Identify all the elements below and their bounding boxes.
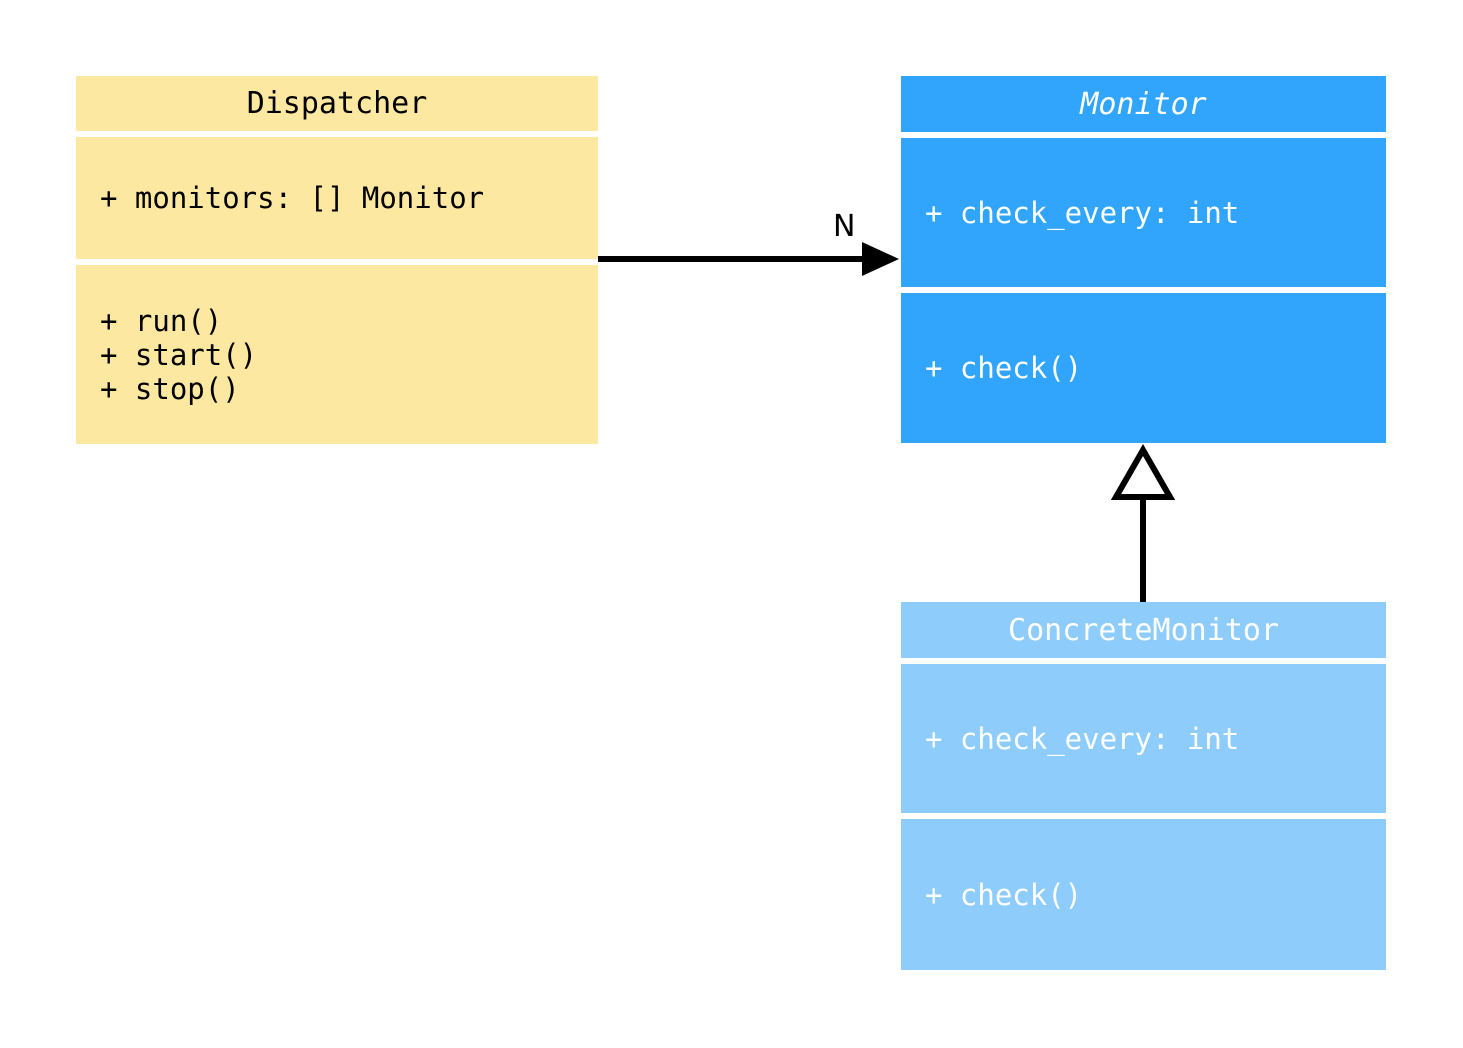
compartment-divider — [901, 132, 1386, 138]
method-item: + check() — [925, 351, 1083, 385]
class-box-monitor[interactable]: Monitor + check_every: int + check() — [901, 76, 1386, 443]
attribute-item: + check_every: int — [925, 195, 1240, 230]
compartment-divider — [76, 131, 598, 137]
multiplicity-label-n: N — [833, 209, 856, 244]
attributes-compartment-concrete-monitor: + check_every: int — [901, 664, 1386, 813]
hollow-triangle-arrowhead-icon — [1110, 443, 1176, 500]
attribute-item: + monitors: [] Monitor — [100, 181, 485, 215]
attributes-compartment-monitor: + check_every: int — [901, 138, 1386, 287]
association-dispatcher-monitor — [598, 242, 899, 276]
compartment-divider — [901, 813, 1386, 819]
attribute-item: + check_every: int — [925, 721, 1240, 756]
class-title-dispatcher: Dispatcher — [76, 76, 598, 131]
method-item: + start() — [100, 337, 258, 372]
generalization-concrete-monitor-monitor — [1110, 443, 1176, 602]
method-item: + run() — [100, 303, 223, 338]
class-title-monitor: Monitor — [901, 76, 1386, 132]
class-box-dispatcher[interactable]: Dispatcher + monitors: [] Monitor + run(… — [76, 76, 598, 444]
compartment-divider — [901, 658, 1386, 664]
class-title-concrete-monitor: ConcreteMonitor — [901, 602, 1386, 658]
class-box-concrete-monitor[interactable]: ConcreteMonitor + check_every: int + che… — [901, 602, 1386, 970]
methods-compartment-monitor: + check() — [901, 293, 1386, 443]
method-item: + check() — [925, 877, 1083, 912]
methods-compartment-concrete-monitor: + check() — [901, 819, 1386, 970]
compartment-divider — [901, 287, 1386, 293]
compartment-divider — [76, 259, 598, 265]
filled-arrowhead-icon — [862, 242, 899, 276]
method-item: + stop() — [100, 371, 240, 406]
methods-compartment-dispatcher: + run() + start() + stop() — [76, 265, 598, 444]
attributes-compartment-dispatcher: + monitors: [] Monitor — [76, 137, 598, 259]
